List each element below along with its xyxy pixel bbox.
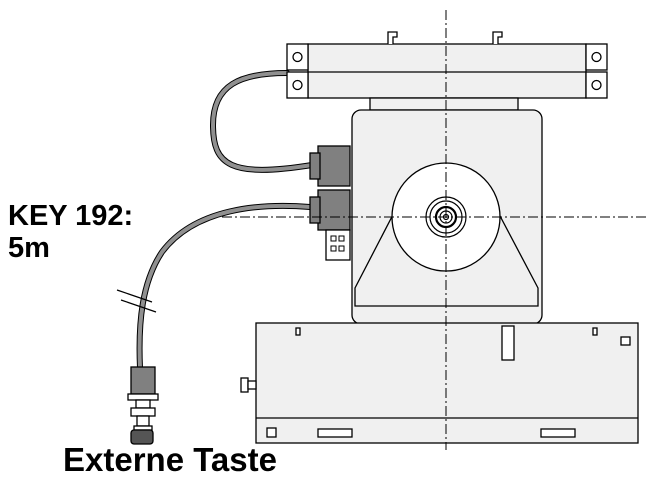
upper-connector [317, 145, 351, 187]
key-cable-core [137, 203, 312, 370]
bracket-hole-icon [292, 51, 303, 63]
top-bracket [286, 31, 608, 99]
cable-length-label: KEY 192: [8, 200, 134, 232]
connectors [309, 145, 351, 261]
external-key [127, 366, 159, 445]
bracket-hole-icons [292, 51, 602, 91]
cables [136, 70, 315, 371]
base [240, 322, 639, 444]
neck [369, 97, 519, 111]
bracket-hole-icon [591, 79, 602, 91]
external-key-label: Externe Taste [63, 441, 277, 478]
bracket-hole-icon [292, 79, 303, 91]
center-lines [222, 10, 648, 450]
side-knob [240, 377, 249, 393]
terminal-pin-icons [330, 235, 345, 252]
upper-cable-core [211, 71, 314, 172]
cable-break-mark [116, 289, 157, 313]
bracket-hole-icon [591, 51, 602, 63]
key-button [130, 429, 154, 445]
cable-length-value: 5m [8, 232, 50, 264]
terminal-block [325, 229, 351, 261]
lower-connector [317, 189, 351, 231]
